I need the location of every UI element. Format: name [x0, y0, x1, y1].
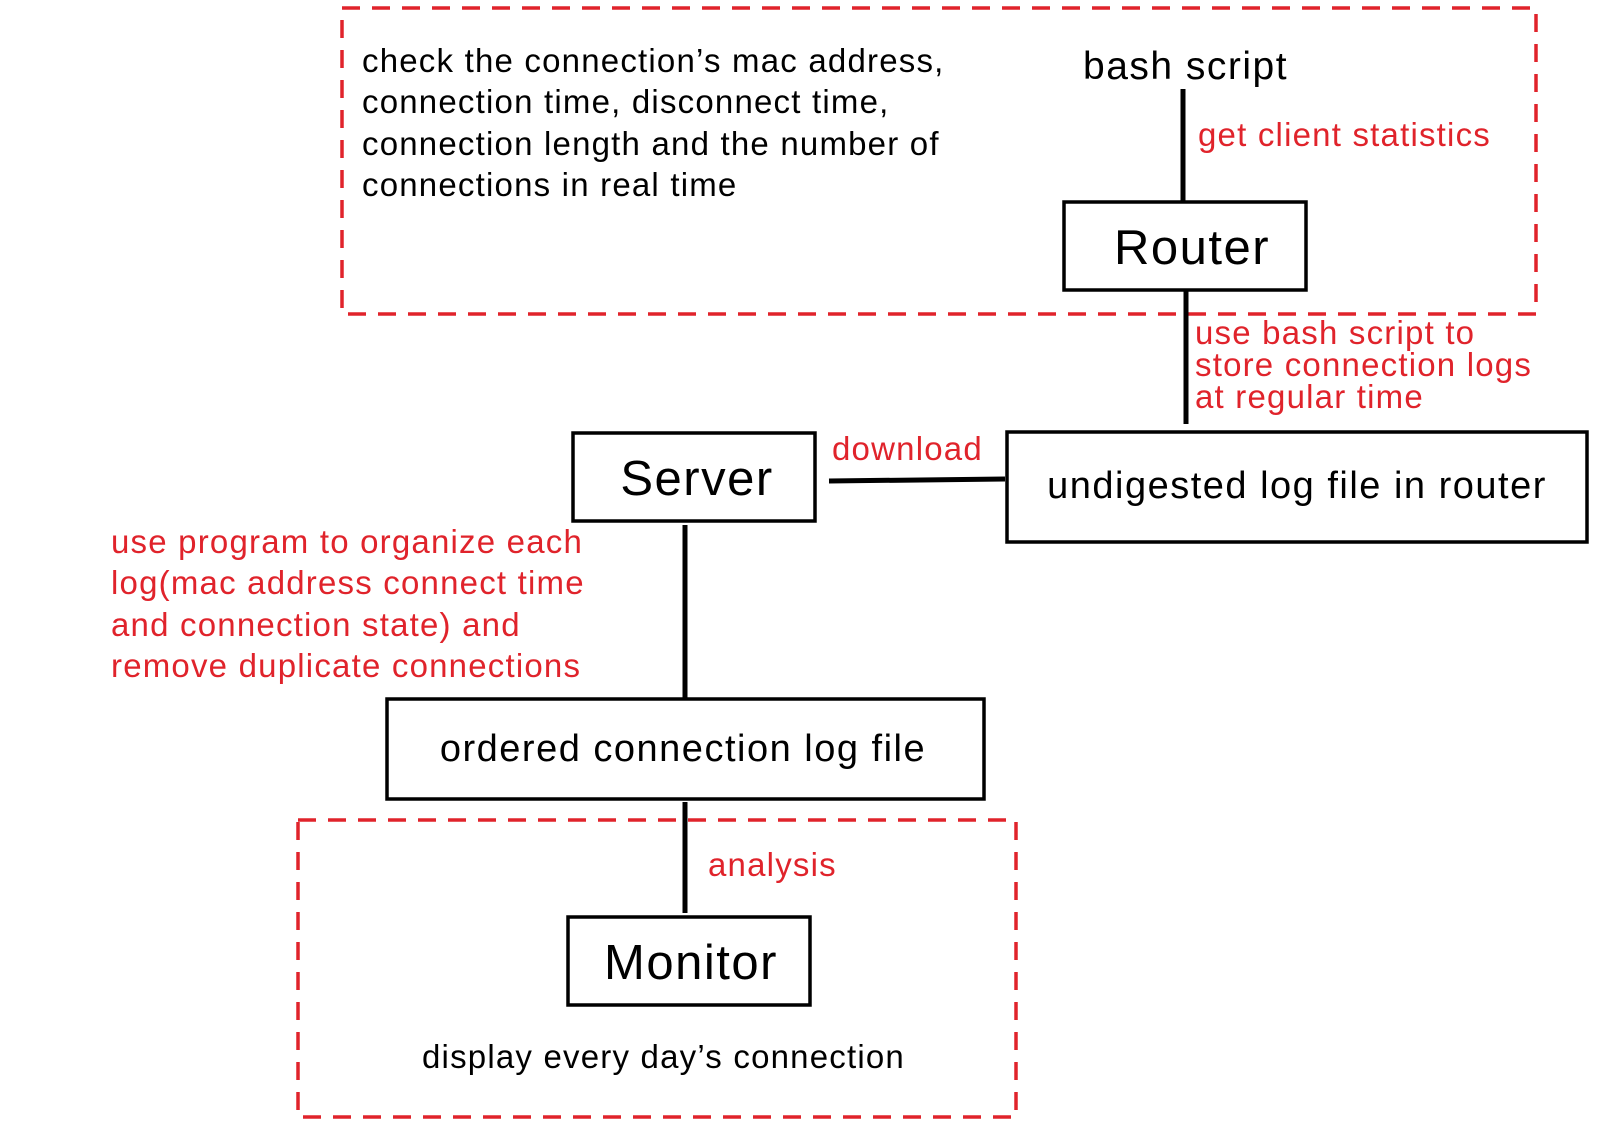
edge-label-store-logs-line: at regular time — [1195, 378, 1424, 415]
router-group-note-line: connections in real time — [362, 166, 737, 203]
edge-label-organize-line: remove duplicate connections — [111, 647, 581, 684]
edge-server-undigested-log — [828, 476, 1006, 484]
edge-label-get-client-statistics: get client statistics — [1198, 116, 1491, 153]
edge-label-organize-line: and connection state) and — [111, 606, 521, 643]
monitor-label: Monitor — [604, 936, 778, 990]
server-label: Server — [620, 452, 773, 506]
edge-label-store-logs: use bash script to store connection logs… — [1195, 314, 1542, 415]
edge-label-store-logs-line: store connection logs — [1195, 346, 1532, 383]
router-group-note-line: check the connection’s mac address, — [362, 42, 945, 79]
ordered-log-node: ordered connection log file — [385, 697, 986, 801]
edge-label-organize-line: use program to organize each — [111, 523, 583, 560]
router-node: Router — [1062, 200, 1308, 292]
undigested-log-node: undigested log file in router — [1005, 430, 1589, 544]
monitor-node: Monitor — [566, 915, 812, 1007]
edge-label-download: download — [832, 430, 983, 467]
ordered-log-label: ordered connection log file — [440, 728, 926, 770]
edge-label-analysis: analysis — [708, 846, 837, 883]
router-label: Router — [1114, 221, 1270, 275]
router-group-note-line: connection time, disconnect time, — [362, 83, 890, 120]
router-group-note: check the connection’s mac address, conn… — [362, 42, 955, 203]
router-group-note-line: connection length and the number of — [362, 125, 940, 162]
server-node: Server — [571, 431, 817, 523]
edge-label-store-logs-line: use bash script to — [1195, 314, 1475, 351]
edge-label-organize-line: log(mac address connect time — [111, 564, 585, 601]
undigested-log-label: undigested log file in router — [1047, 465, 1547, 507]
bash-script-node: bash script — [1083, 45, 1288, 88]
edge-label-organize: use program to organize each log(mac add… — [111, 523, 595, 684]
monitor-group-note: display every day’s connection — [422, 1038, 905, 1075]
